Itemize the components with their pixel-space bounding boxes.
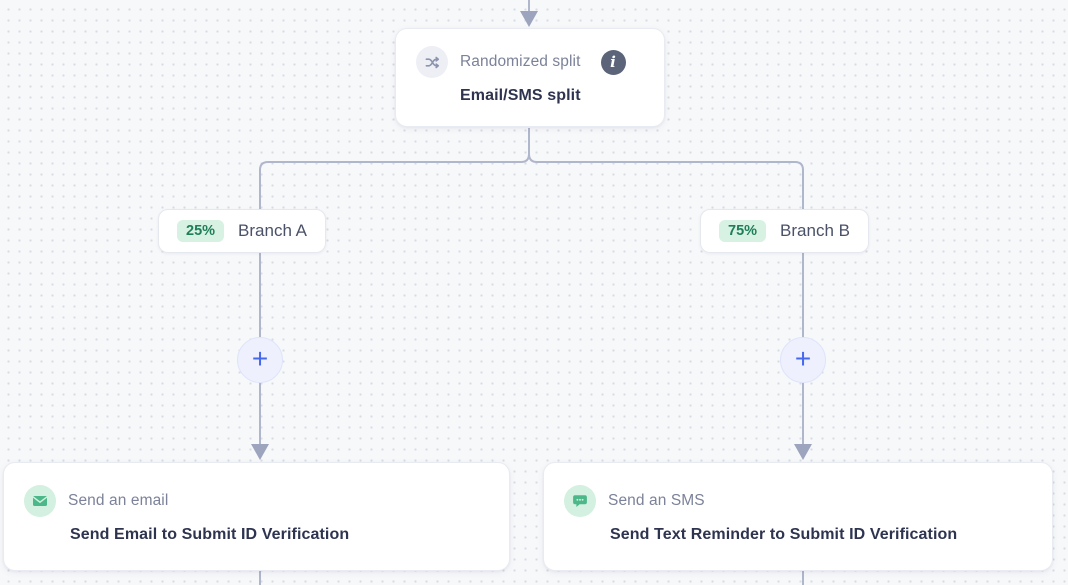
email-node-type-label: Send an email	[68, 492, 169, 509]
branch-b-percent-badge: 75%	[719, 220, 767, 242]
sms-icon	[564, 485, 596, 517]
split-node-title: Email/SMS split	[460, 87, 581, 104]
sms-node-type-label: Send an SMS	[608, 492, 705, 509]
send-sms-node[interactable]: Send an SMS Send Text Reminder to Submit…	[543, 462, 1053, 571]
info-icon[interactable]: i	[600, 49, 626, 75]
send-email-node[interactable]: Send an email Send Email to Submit ID Ve…	[3, 462, 510, 571]
branch-a-label[interactable]: 25% Branch A	[158, 209, 327, 253]
sms-node-title: Send Text Reminder to Submit ID Verifica…	[610, 526, 958, 543]
shuffle-icon	[416, 46, 448, 78]
branch-b-label[interactable]: 75% Branch B	[700, 209, 869, 253]
add-step-button-branch-b[interactable]: +	[780, 337, 826, 383]
branch-a-percent-badge: 25%	[177, 220, 225, 242]
plus-icon: +	[251, 342, 269, 374]
randomized-split-node[interactable]: Randomized split i Email/SMS split	[395, 28, 665, 127]
split-node-type-label: Randomized split	[460, 53, 581, 70]
branch-a-name: Branch A	[238, 221, 308, 240]
plus-icon: +	[794, 342, 812, 374]
info-glyph: i	[610, 53, 616, 71]
email-node-title: Send Email to Submit ID Verification	[70, 526, 350, 543]
branch-b-name: Branch B	[780, 221, 850, 240]
add-step-button-branch-a[interactable]: +	[237, 337, 283, 383]
email-icon	[24, 485, 56, 517]
